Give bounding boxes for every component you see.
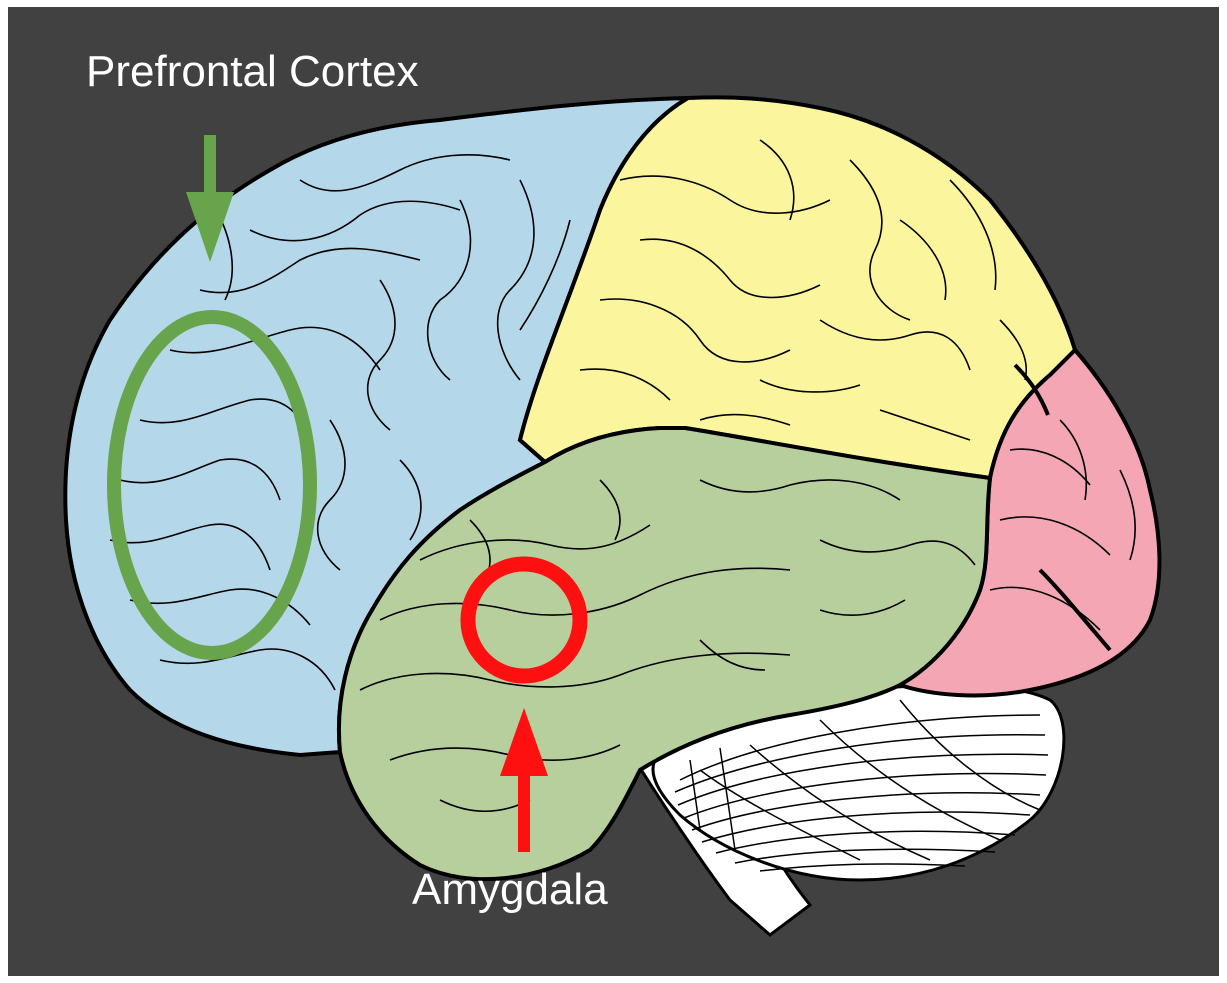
amygdala-label: Amygdala <box>412 868 608 912</box>
prefrontal-cortex-label: Prefrontal Cortex <box>86 50 419 94</box>
